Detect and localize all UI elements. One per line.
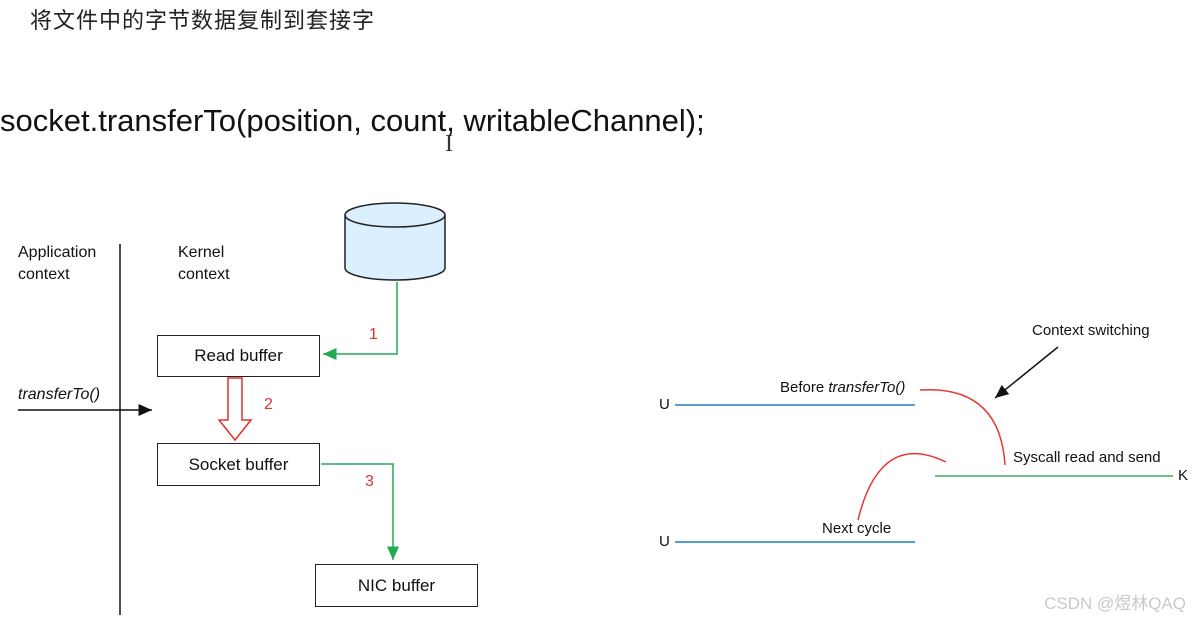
- user-mode-label-2: U: [659, 533, 670, 550]
- nic-buffer-box: NIC buffer: [315, 564, 478, 607]
- copy-arrow-2: [217, 377, 253, 442]
- next-cycle-label: Next cycle: [822, 520, 892, 537]
- before-transferto-label: Before transferTo(): [780, 379, 906, 396]
- application-context-label: Application context: [18, 244, 97, 283]
- code-snippet: socket.transferTo(position, count, writa…: [0, 103, 705, 138]
- step-number-3: 3: [365, 473, 374, 490]
- context-switch-arc-up: [857, 452, 947, 521]
- csdn-watermark: CSDN @煜林QAQ: [1044, 594, 1186, 613]
- text-cursor-icon: I: [445, 131, 453, 157]
- context-switch-arc-down: [919, 388, 1006, 466]
- page-heading: 将文件中的字节数据复制到套接字: [30, 9, 376, 34]
- disk-icon: [344, 202, 446, 281]
- user-mode-label-1: U: [659, 396, 670, 413]
- context-switching-label: Context switching: [1032, 322, 1150, 339]
- context-switching-pointer: [994, 346, 1059, 399]
- syscall-label: Syscall read and send: [1013, 449, 1161, 466]
- copy-arrow-3: [321, 463, 399, 560]
- step-number-2: 2: [264, 396, 273, 413]
- transferto-call-label: transferTo(): [18, 386, 101, 403]
- step-number-1: 1: [369, 326, 378, 343]
- read-buffer-box: Read buffer: [157, 335, 320, 377]
- copy-arrow-1: [323, 282, 398, 360]
- kernel-context-label: Kernel context: [178, 244, 230, 283]
- kernel-mode-label: K: [1178, 467, 1189, 484]
- socket-buffer-box: Socket buffer: [157, 443, 320, 486]
